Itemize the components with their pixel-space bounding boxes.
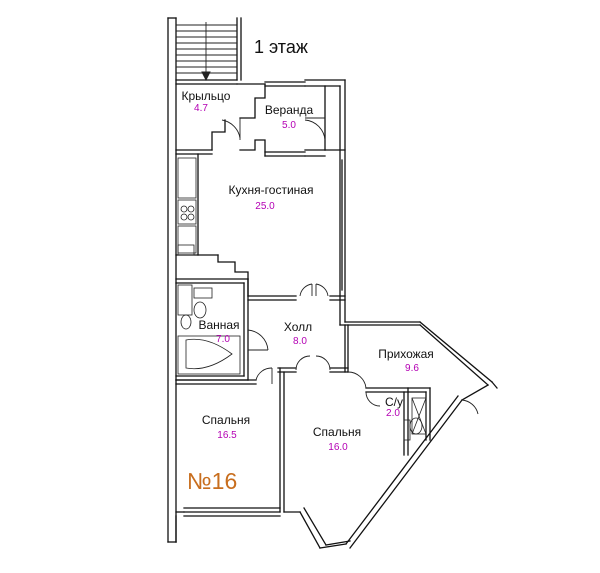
room-name-entry: Прихожая bbox=[378, 347, 434, 361]
room-area-bedroom1: 16.5 bbox=[217, 430, 237, 441]
outer-wall bbox=[345, 395, 459, 545]
room-area-veranda: 5.0 bbox=[282, 120, 296, 131]
room-name-bath: Ванная bbox=[198, 318, 240, 332]
wall bbox=[217, 254, 249, 297]
room-name-hall: Холл bbox=[283, 320, 313, 334]
doors bbox=[221, 117, 479, 415]
room-area-bedroom2: 16.0 bbox=[328, 442, 348, 453]
window bbox=[319, 543, 347, 549]
window bbox=[303, 507, 327, 546]
outer-wall bbox=[349, 399, 463, 549]
wall bbox=[419, 321, 493, 383]
room-area-wc: 2.0 bbox=[386, 408, 400, 419]
window bbox=[299, 511, 321, 549]
room-area-porch: 4.7 bbox=[194, 103, 208, 114]
staircase bbox=[176, 22, 237, 82]
room-area-kitchen: 25.0 bbox=[255, 201, 275, 212]
room-name-veranda: Веранда bbox=[264, 103, 314, 117]
room-area-bath: 7.0 bbox=[216, 334, 230, 345]
fixtures bbox=[177, 157, 427, 441]
window bbox=[325, 540, 351, 546]
room-name-porch: Крыльцо bbox=[181, 89, 231, 103]
floor-title: 1 этаж bbox=[254, 37, 308, 57]
room-name-bedroom2: Спальня bbox=[312, 425, 362, 439]
room-name-kitchen: Кухня-гостиная bbox=[228, 183, 314, 197]
room-name-bedroom1: Спальня bbox=[201, 413, 251, 427]
room-area-entry: 9.6 bbox=[405, 363, 419, 374]
wall bbox=[211, 83, 266, 157]
outer-wall bbox=[491, 381, 498, 389]
room-area-hall: 8.0 bbox=[293, 336, 307, 347]
outer-wall bbox=[461, 384, 489, 401]
apartment-number: №16 bbox=[187, 468, 238, 494]
wall bbox=[419, 324, 489, 386]
room-name-wc: С/у bbox=[385, 395, 403, 409]
